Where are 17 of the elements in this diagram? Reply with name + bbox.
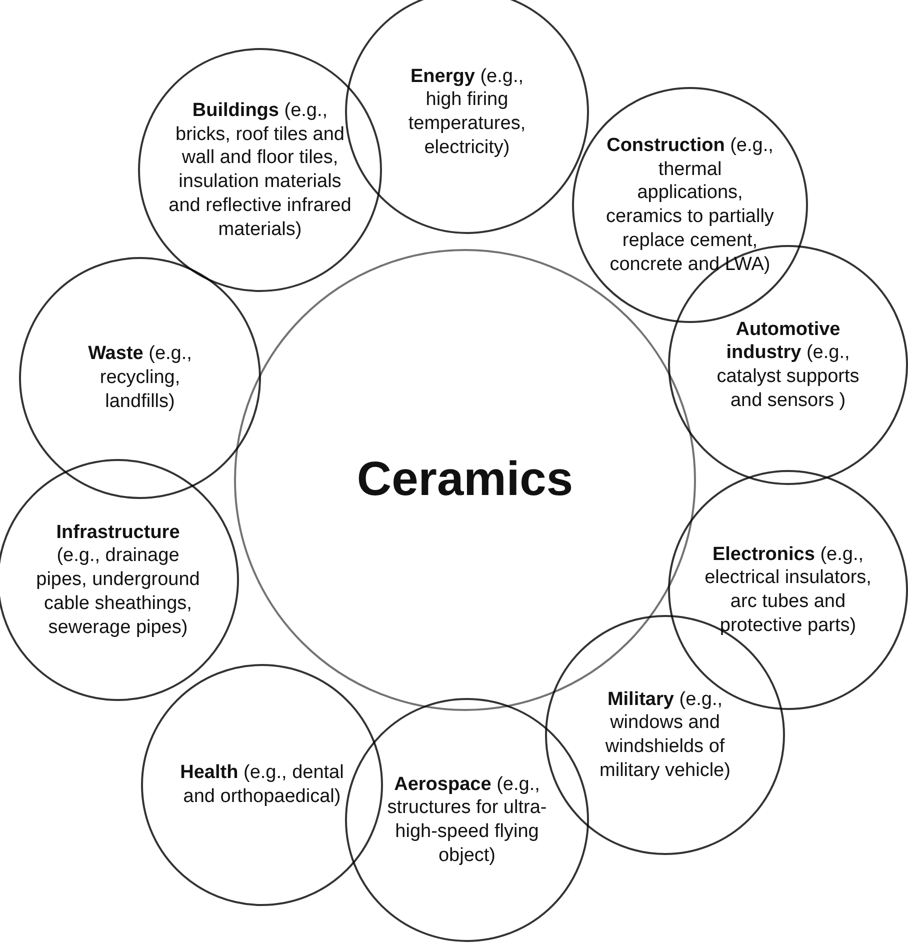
category-text: Construction (e.g., thermal applications, ceramics to partially replace cement, concrete and LWA) (605, 134, 775, 276)
category-text: Military (e.g., windows and windshields of military vehicle) (598, 688, 732, 782)
category-text: Health (e.g., dental and orthopaedical) (179, 761, 345, 809)
category-circle (345, 698, 589, 942)
category-text: Waste (e.g., recycling, landfills) (87, 342, 193, 414)
category-circle (141, 664, 383, 906)
category-text: Automotive industry (e.g., catalyst supports and sensors ) (716, 318, 860, 412)
category-circle (138, 48, 382, 292)
category-text: Aerospace (e.g., structures for ultra-high-speed flying object) (386, 772, 548, 868)
category-circle (572, 87, 808, 323)
category-circle (0, 459, 239, 701)
central-title: Ceramics (356, 452, 574, 508)
category-text: Buildings (e.g., bricks, roof tiles and wall and floor tiles, insulation materials and reflective infrared materials) (168, 98, 352, 242)
category-text: Infrastructure (e.g., drainage pipes, underground cable sheathings, sewerage pipes) (35, 520, 201, 640)
category-circle (19, 257, 261, 499)
category-text: Electronics (e.g., electrical insulators, arc tubes and protective parts) (704, 542, 872, 638)
category-text: Energy (e.g., high firing temperatures, electricity) (407, 64, 527, 160)
